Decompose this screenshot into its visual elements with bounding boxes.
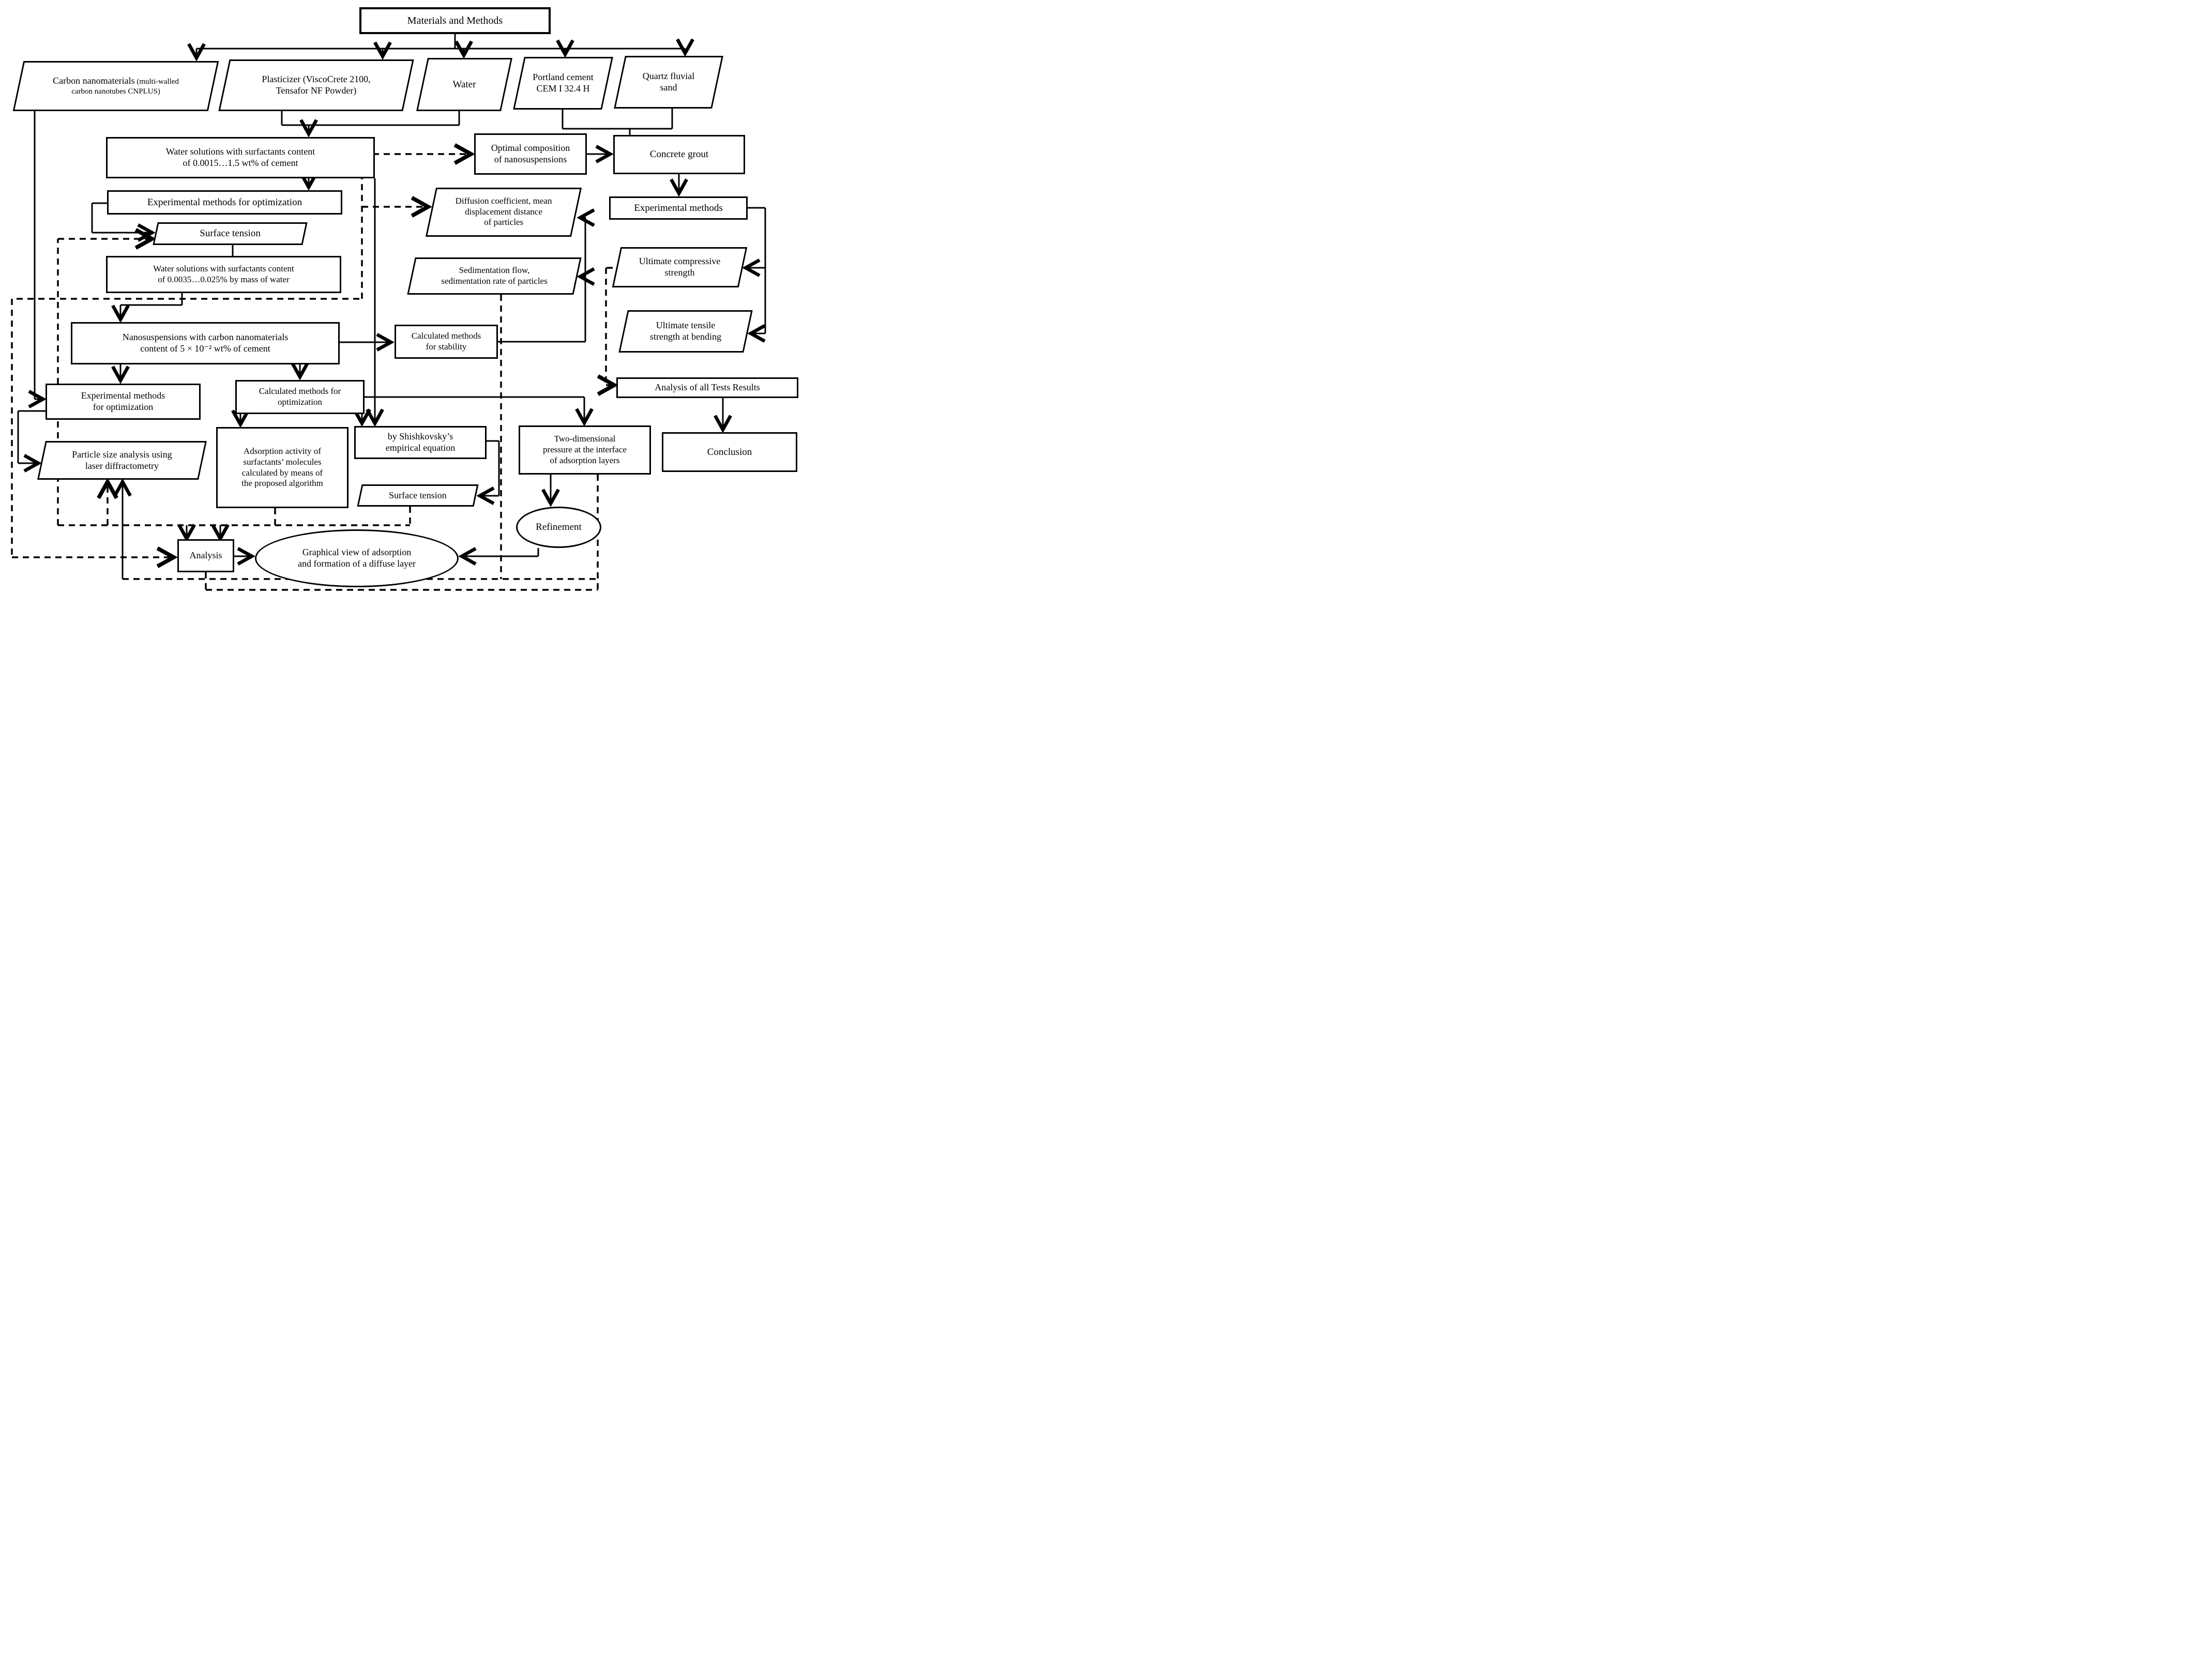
node-two-dimensional-pressure: Two-dimensional pressure at the interfac… [519,425,651,475]
node-analysis-all-tests: Analysis of all Tests Results [616,377,798,398]
node-calculated-methods-stability: Calculated methods for stability [395,325,498,359]
node-nanosuspensions: Nanosuspensions with carbon nanomaterial… [71,322,340,364]
node-refinement: Refinement [516,507,601,548]
node-shishkovsky-equation: by Shishkovsky’s empirical equation [354,426,487,459]
connector-layer [11,34,766,591]
node-experimental-methods-grout: Experimental methods [609,196,748,220]
flowchart-canvas: Materials and Methods Carbon nanomateria… [0,0,799,600]
node-ultimate-tensile-strength: Ultimate tensile strength at bending [618,310,753,353]
node-concrete-grout: Concrete grout [613,135,745,174]
node-graphical-view: Graphical view of adsorption and formati… [255,529,459,587]
node-materials-and-methods: Materials and Methods [359,7,551,34]
node-experimental-methods-optimization-top: Experimental methods for optimization [107,190,342,215]
node-analysis: Analysis [177,539,234,572]
node-surface-tension-calculated: Surface tension [357,484,479,507]
node-particle-size-analysis: Particle size analysis using laser diffr… [37,441,207,480]
dashed-connectors [11,154,613,591]
node-water-solutions-water: Water solutions with surfactants content… [106,256,341,293]
node-ultimate-compressive-strength: Ultimate compressive strength [612,247,748,287]
dashed-arrows [12,154,614,557]
node-adsorption-activity: Adsorption activity of surfactants’ mole… [216,427,349,508]
node-experimental-methods-optimization-low: Experimental methods for optimization [46,384,201,420]
node-water-solutions-cement: Water solutions with surfactants content… [106,137,375,178]
node-quartz-sand: Quartz fluvial sand [614,56,723,109]
node-calculated-methods-optimization: Calculated methods for optimization [235,380,365,414]
node-surface-tension-measured: Surface tension [153,222,308,245]
node-water: Water [416,58,512,111]
node-carbon-nanomaterials: Carbon nanomaterials (multi-walled carbo… [12,61,219,111]
node-portland-cement: Portland cement CEM I 32.4 H [513,57,613,110]
node-diffusion-coefficient: Diffusion coefficient, mean displacement… [425,188,582,237]
node-sedimentation: Sedimentation flow, sedimentation rate o… [407,257,582,295]
node-plasticizer: Plasticizer (ViscoCrete 2100, Tensafor N… [218,59,414,111]
node-optimal-composition: Optimal composition of nanosuspensions [474,133,587,175]
node-conclusion: Conclusion [662,432,797,472]
